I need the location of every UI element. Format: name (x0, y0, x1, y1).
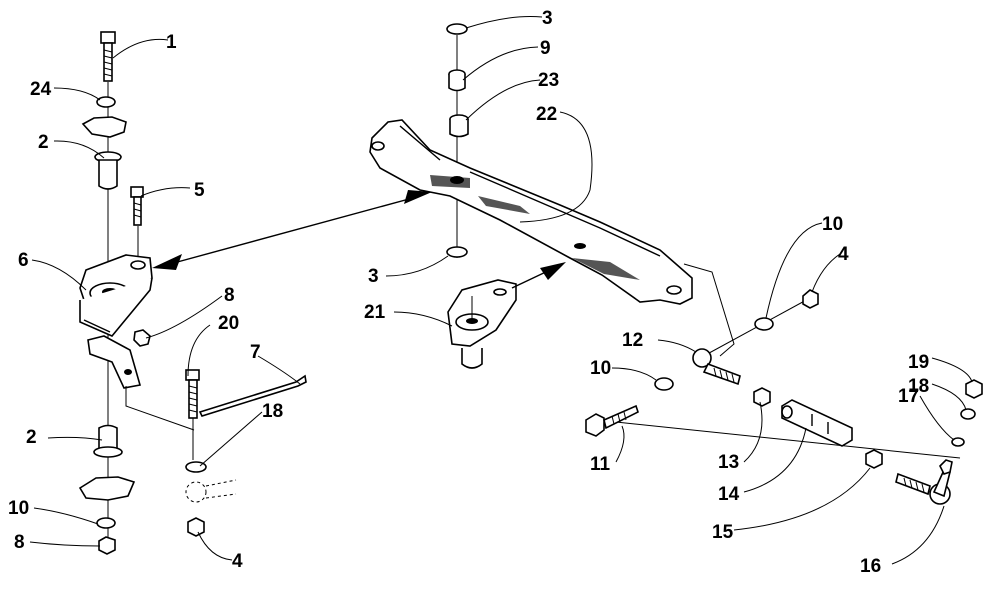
bolt-part-11 (585, 404, 639, 437)
washer-part-10-upper (754, 317, 774, 331)
bushing-part-2-lower (93, 424, 123, 458)
callout-6: 6 (18, 250, 29, 271)
rod-end-part-12 (692, 348, 741, 386)
nut-part-4-left (187, 517, 205, 537)
nut-part-8-lower (98, 536, 116, 555)
nut-part-8-upper (133, 329, 151, 347)
callout-7: 7 (250, 342, 261, 363)
bushing-part-2-upper (94, 151, 122, 190)
washer-part-18-right (960, 408, 976, 420)
callout-23: 23 (538, 70, 559, 91)
ball-joint-phantom (185, 479, 237, 503)
right-assembly (585, 289, 983, 505)
callout-13: 13 (718, 452, 739, 473)
callout-21: 21 (364, 302, 386, 323)
bushing-part-9 (448, 69, 466, 92)
left-assembly (78, 31, 307, 555)
nut-part-13 (753, 387, 771, 407)
callout-20: 20 (218, 313, 239, 334)
washer-part-3-top (446, 23, 468, 35)
rubber-pad-lower (78, 476, 136, 501)
washer-part-24 (96, 96, 116, 108)
callout-2-upper: 2 (38, 132, 49, 153)
cotter-pin-part-7 (198, 374, 307, 417)
callout-16: 16 (860, 556, 881, 577)
callout-14: 14 (718, 484, 740, 505)
callout-10-upper: 10 (822, 214, 843, 235)
washer-part-10-middle (654, 377, 674, 391)
callout-18-right: 18 (908, 376, 929, 397)
callout-11: 11 (590, 454, 611, 475)
callout-9: 9 (540, 38, 551, 59)
callout-22: 22 (536, 104, 557, 125)
callout-labels: 1 24 2 5 6 8 20 7 18 2 10 8 4 3 9 23 22 … (8, 8, 929, 577)
callout-8-upper: 8 (224, 285, 235, 306)
callout-18-left: 18 (262, 401, 283, 422)
center-assembly (152, 23, 735, 369)
callout-4-left: 4 (232, 551, 243, 572)
tie-bar-part-22 (369, 119, 693, 305)
callout-8-lower: 8 (14, 532, 25, 553)
washer-part-17 (951, 437, 965, 447)
callout-10-middle: 10 (590, 358, 611, 379)
callout-12: 12 (622, 330, 643, 351)
rubber-pad-upper (81, 116, 127, 138)
bolt-part-1 (100, 31, 116, 82)
bolt-part-20 (185, 369, 200, 460)
callout-5: 5 (194, 180, 205, 201)
pivot-housing-part-21 (447, 279, 517, 369)
callout-3-top: 3 (542, 8, 553, 29)
washer-part-10-left (96, 517, 116, 529)
nut-part-15 (865, 449, 883, 469)
callout-24: 24 (30, 79, 52, 100)
callout-15: 15 (712, 522, 734, 543)
callout-4-right: 4 (838, 244, 849, 265)
adjuster-sleeve-part-14 (781, 399, 853, 447)
callout-3-bottom: 3 (368, 266, 379, 287)
washer-part-3-bottom (446, 246, 468, 258)
bolt-part-5 (130, 186, 144, 260)
leader-lines (29, 16, 973, 565)
callout-2-lower: 2 (26, 427, 37, 448)
callout-1: 1 (166, 32, 177, 53)
spindle-housing-part-6 (79, 254, 153, 389)
connection-arrow-left (152, 190, 432, 270)
nut-part-4-right (802, 289, 819, 309)
nut-part-19 (965, 379, 983, 399)
callout-10-left: 10 (8, 498, 29, 519)
bushing-part-23 (449, 114, 469, 138)
callout-17: 17 (898, 386, 919, 407)
callout-19: 19 (908, 352, 929, 373)
connection-arrow-right (511, 262, 566, 289)
tie-rod-end-part-16 (895, 459, 953, 505)
